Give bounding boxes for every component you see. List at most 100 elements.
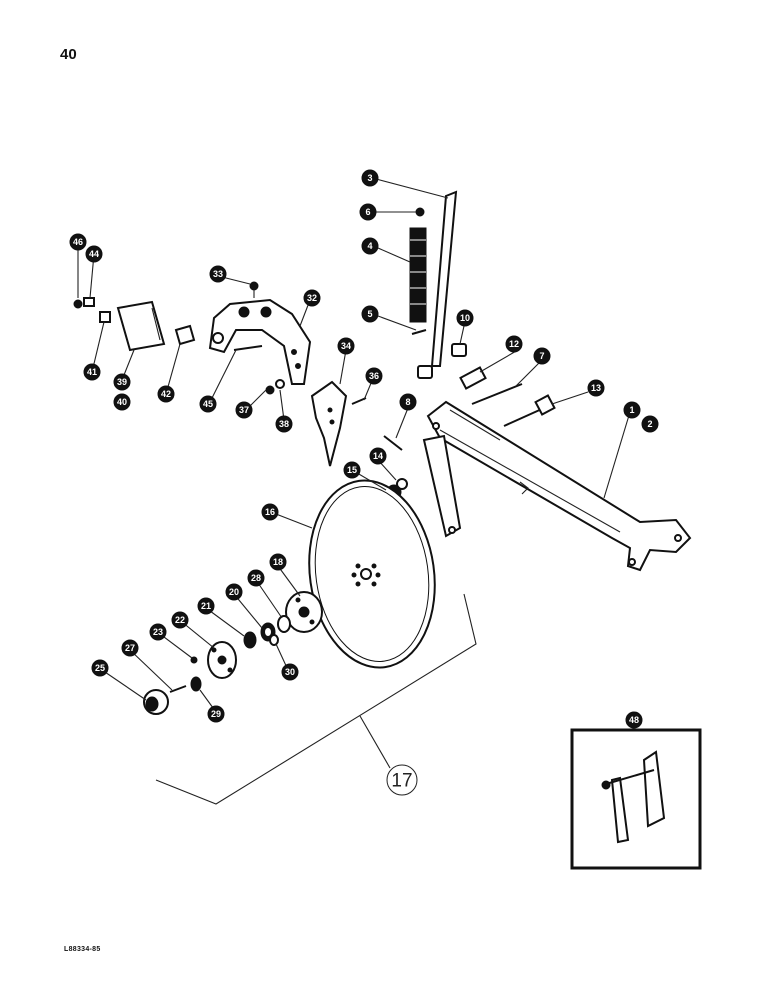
spring-rod <box>430 190 458 367</box>
svg-text:8: 8 <box>405 397 410 407</box>
callout-41: 41 <box>83 363 101 381</box>
svg-text:38: 38 <box>279 419 289 429</box>
callout-48: 48 <box>625 711 643 729</box>
scraper-plate <box>116 300 166 352</box>
assembly-callout-17: 17 <box>386 764 418 796</box>
svg-text:25: 25 <box>95 663 105 673</box>
svg-text:46: 46 <box>73 237 83 247</box>
callout-13: 13 <box>587 379 605 397</box>
svg-text:23: 23 <box>153 627 163 637</box>
svg-text:1: 1 <box>629 405 634 415</box>
svg-text:20: 20 <box>229 587 239 597</box>
svg-text:10: 10 <box>460 313 470 323</box>
svg-text:5: 5 <box>367 309 372 319</box>
callout-32: 32 <box>303 289 321 307</box>
callout-4: 4 <box>361 237 379 255</box>
svg-text:48: 48 <box>629 715 639 725</box>
callout-10: 10 <box>456 309 474 327</box>
callout-1: 1 <box>623 401 641 419</box>
nut-37 <box>265 385 275 395</box>
callout-8: 8 <box>399 393 417 411</box>
zerk-23 <box>190 656 198 664</box>
bolt-43 <box>83 297 95 307</box>
bolt-33 <box>249 281 259 298</box>
callout-33: 33 <box>209 265 227 283</box>
callout-12: 12 <box>505 335 523 353</box>
callout-37: 37 <box>235 401 253 419</box>
cotter-pin-8 <box>383 435 403 451</box>
svg-text:6: 6 <box>365 207 370 217</box>
callout-14: 14 <box>369 447 387 465</box>
svg-text:45: 45 <box>203 399 213 409</box>
callout-16: 16 <box>261 503 279 521</box>
spacer-12 <box>459 366 487 390</box>
callout-44: 45 <box>199 395 217 413</box>
svg-text:40: 40 <box>117 397 127 407</box>
bushing-10 <box>451 343 467 357</box>
scraper-blade <box>310 380 348 467</box>
callout-5: 5 <box>361 305 379 323</box>
callout-46: 46 <box>69 233 87 251</box>
bolt-35 <box>351 397 367 405</box>
callout-43: 44 <box>85 245 103 263</box>
svg-text:32: 32 <box>307 293 317 303</box>
bolt-13 <box>503 394 556 427</box>
svg-text:33: 33 <box>213 269 223 279</box>
bolt-44 <box>233 345 263 351</box>
callout-6: 6 <box>359 203 377 221</box>
clip-41 <box>99 311 111 323</box>
hub-flange-19 <box>285 591 323 633</box>
svg-text:34: 34 <box>341 341 351 351</box>
svg-text:42: 42 <box>161 389 171 399</box>
svg-text:15: 15 <box>347 465 357 475</box>
assembly-bracket <box>155 593 477 805</box>
svg-text:14: 14 <box>373 451 383 461</box>
inset-box <box>570 728 702 870</box>
spring-pin <box>411 329 427 335</box>
seal-29 <box>277 615 291 633</box>
svg-text:21: 21 <box>201 601 211 611</box>
svg-text:13: 13 <box>591 383 601 393</box>
svg-text:12: 12 <box>509 339 519 349</box>
svg-text:28: 28 <box>251 573 261 583</box>
callout-36: 36 <box>365 367 383 385</box>
page-number: 40 <box>60 46 77 63</box>
leader-lines <box>77 178 631 713</box>
clip-42 <box>174 324 196 346</box>
bolt-27 <box>169 685 187 693</box>
link-bar <box>422 434 462 538</box>
svg-text:16: 16 <box>265 507 275 517</box>
disc-blade <box>308 479 436 669</box>
callout-3: 3 <box>361 169 379 187</box>
callout-25: 25 <box>91 659 109 677</box>
frame-arm <box>426 400 692 572</box>
svg-text:18: 18 <box>273 557 283 567</box>
bushing <box>417 365 433 379</box>
nut-45 <box>73 299 83 309</box>
svg-text:27: 27 <box>125 643 135 653</box>
svg-text:37: 37 <box>239 405 249 415</box>
washer-38 <box>275 379 285 389</box>
svg-text:17: 17 <box>391 771 412 792</box>
scraper-bracket <box>208 298 312 385</box>
rod-nut <box>415 207 425 217</box>
spring <box>409 227 427 323</box>
svg-text:41: 41 <box>87 367 97 377</box>
callout-30: 30 <box>281 663 299 681</box>
spacer-30 <box>269 634 279 646</box>
svg-text:30: 30 <box>285 667 295 677</box>
callout-28: 29 <box>207 705 225 723</box>
callout-15: 15 <box>343 461 361 479</box>
bolt-7 <box>471 383 523 405</box>
seal-21 <box>243 631 257 649</box>
svg-text:44: 44 <box>89 249 99 259</box>
callout-23: 23 <box>149 623 167 641</box>
washer-28 <box>190 676 202 692</box>
callout-38: 38 <box>275 415 293 433</box>
svg-text:22: 22 <box>175 615 185 625</box>
callout-40: 40 <box>113 393 131 411</box>
svg-text:7: 7 <box>539 351 544 361</box>
svg-text:29: 29 <box>211 709 221 719</box>
callout-7: 7 <box>533 347 551 365</box>
